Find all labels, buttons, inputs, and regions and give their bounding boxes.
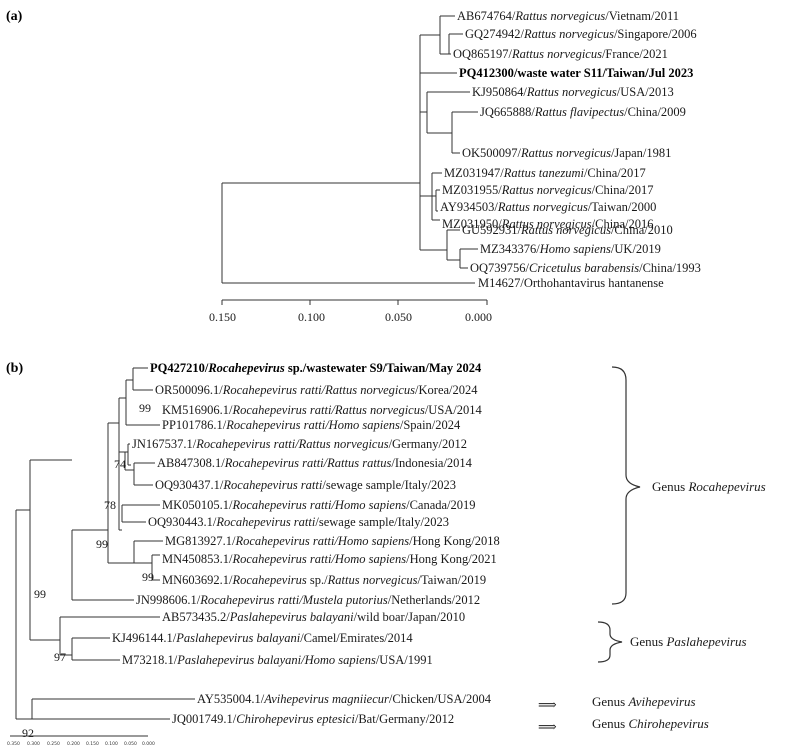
leaf-label-highlight: PQ427210/Rocahepevirus sp./wastewater S9…	[150, 361, 482, 375]
leaf-label: AY934503/Rattus norvegicus/Taiwan/2000	[440, 200, 656, 214]
leaf-label: OR500096.1/Rocahepevirus ratti/Rattus no…	[155, 383, 478, 397]
bootstrap-value: 99	[34, 587, 46, 601]
bootstrap-value: 74	[114, 457, 126, 471]
genus-avihepevirus-label: Genus Avihepevirus	[592, 694, 696, 709]
panel-a-label: (a)	[6, 9, 23, 24]
bootstrap-value: 99	[96, 537, 108, 551]
genus-annotations: Genus Rocahepevirus Genus Paslahepevirus…	[538, 366, 766, 734]
arrow-right-icon: ⟹	[538, 719, 557, 734]
axis-tick-label: 0.200	[67, 741, 80, 747]
axis-tick-label: 0.350	[7, 741, 20, 747]
panel-b-tree	[15, 367, 195, 720]
axis-tick-label: 0.300	[27, 741, 40, 747]
panel-a-leaf-labels: AB674764/Rattus norvegicus/Vietnam/2011 …	[440, 9, 701, 290]
axis-tick-label: 0.000	[142, 741, 155, 747]
leaf-label: KJ496144.1/Paslahepevirus balayani/Camel…	[112, 631, 413, 645]
axis-tick-label: 0.050	[124, 741, 137, 747]
axis-tick-label: 0.150	[86, 741, 99, 747]
leaf-label: OQ739756/Cricetulus barabensis/China/199…	[470, 261, 701, 275]
leaf-label: KM516906.1/Rocahepevirus ratti/Rattus no…	[162, 403, 483, 417]
arrow-right-icon: ⟹	[538, 697, 557, 712]
axis-tick-label: 0.150	[209, 310, 236, 324]
panel-b-leaf-labels: PQ427210/Rocahepevirus sp./wastewater S9…	[112, 361, 500, 726]
leaf-label: AB573435.2/Paslahepevirus balayani/wild …	[162, 610, 465, 624]
genus-rocahepevirus-brace	[611, 366, 641, 605]
leaf-label: OQ865197/Rattus norvegicus/France/2021	[453, 47, 668, 61]
panel-b-bootstrap-values: 99 74 78 99 99 99 97 92	[22, 401, 154, 740]
bootstrap-value: 92	[22, 726, 34, 740]
axis-tick-label: 0.050	[385, 310, 412, 324]
leaf-label: MN603692.1/Rocahepevirus sp./Rattus norv…	[162, 573, 486, 587]
bootstrap-value: 97	[54, 650, 66, 664]
panel-b-label: (b)	[6, 361, 23, 376]
leaf-label: OQ930443.1/Rocahepevirus ratti/sewage sa…	[148, 515, 449, 529]
leaf-label: KJ950864/Rattus norvegicus/USA/2013	[472, 85, 674, 99]
leaf-label-highlight: PQ412300/waste water S11/Taiwan/Jul 2023	[459, 66, 693, 80]
leaf-label: MZ343376/Homo sapiens/UK/2019	[480, 242, 661, 256]
bootstrap-value: 78	[104, 498, 116, 512]
genus-rocahepevirus-label: Genus Rocahepevirus	[652, 479, 766, 494]
leaf-label: JN998606.1/Rocahepevirus ratti/Mustela p…	[136, 593, 480, 607]
leaf-label: MK050105.1/Rocahepevirus ratti/Homo sapi…	[162, 498, 476, 512]
leaf-label: GU592931/Rattus norvegicus/China/2010	[462, 223, 673, 237]
leaf-label: AY535004.1/Avihepevirus magniiecur/Chick…	[197, 692, 492, 706]
leaf-label: MN450853.1/Rocahepevirus ratti/Homo sapi…	[162, 552, 497, 566]
leaf-label: AB674764/Rattus norvegicus/Vietnam/2011	[457, 9, 679, 23]
leaf-label: MG813927.1/Rocahepevirus ratti/Homo sapi…	[165, 534, 500, 548]
leaf-label-outgroup: M14627/Orthohantavirus hantanense	[478, 276, 664, 290]
leaf-label: GQ274942/Rattus norvegicus/Singapore/200…	[465, 27, 697, 41]
panel-a-scale-axis: 0.150 0.100 0.050 0.000	[209, 299, 492, 324]
leaf-label: JQ665888/Rattus flavipectus/China/2009	[480, 105, 686, 119]
leaf-label: JN167537.1/Rocahepevirus ratti/Rattus no…	[132, 437, 467, 451]
genus-paslahepevirus-label: Genus Paslahepevirus	[630, 634, 747, 649]
bootstrap-value: 99	[142, 570, 154, 584]
panel-b-scale-axis: 0.350 0.300 0.250 0.200 0.150 0.100 0.05…	[7, 735, 155, 747]
leaf-label: PP101786.1/Rocahepevirus ratti/Homo sapi…	[162, 418, 461, 432]
axis-tick-label: 0.250	[47, 741, 60, 747]
leaf-label: MZ031955/Rattus norvegicus/China/2017	[442, 183, 653, 197]
axis-tick-label: 0.100	[105, 741, 118, 747]
bootstrap-value: 99	[139, 401, 151, 415]
axis-tick-label: 0.000	[465, 310, 492, 324]
leaf-label: M73218.1/Paslahepevirus balayani/Homo sa…	[122, 653, 433, 667]
panel-a-tree	[221, 15, 478, 284]
leaf-label: AB847308.1/Rocahepevirus ratti/Rattus ra…	[157, 456, 473, 470]
leaf-label: JQ001749.1/Chirohepevirus eptesici/Bat/G…	[172, 712, 454, 726]
leaf-label: MZ031947/Rattus tanezumi/China/2017	[444, 166, 646, 180]
genus-paslahepevirus-brace	[597, 621, 623, 663]
leaf-label: OQ930437.1/Rocahepevirus ratti/sewage sa…	[155, 478, 456, 492]
leaf-label: MZ031950/Rattus norvegicus/China/2016	[442, 217, 653, 231]
genus-chirohepevirus-label: Genus Chirohepevirus	[592, 716, 709, 731]
leaf-label: OK500097/Rattus norvegicus/Japan/1981	[462, 146, 671, 160]
axis-tick-label: 0.100	[298, 310, 325, 324]
